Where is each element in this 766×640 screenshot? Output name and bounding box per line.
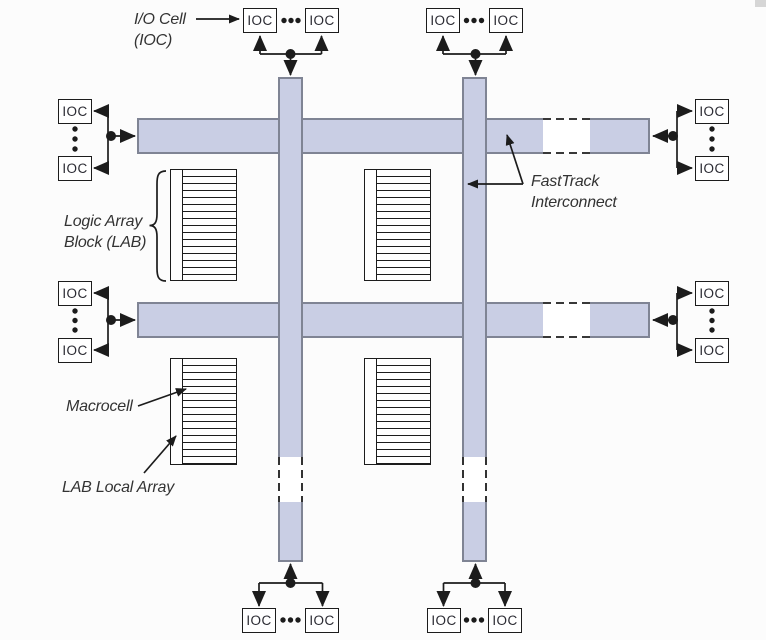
ioc-box-right-1b: IOC bbox=[695, 156, 729, 181]
fasttrack-label-line2: Interconnect bbox=[531, 194, 617, 211]
fasttrack-interconnect-label: FastTrack Interconnect bbox=[531, 171, 617, 213]
ioc-box-bottom-1a: IOC bbox=[242, 608, 276, 633]
ioc-box-top-2a: IOC bbox=[426, 8, 460, 33]
fasttrack-label-line1: FastTrack bbox=[531, 173, 600, 190]
logic-array-block-label: Logic Array Block (LAB) bbox=[64, 211, 146, 253]
lab-block-r2c2 bbox=[364, 358, 431, 465]
ioc-box-top-1a: IOC bbox=[243, 8, 277, 33]
lab-local-array-strip bbox=[365, 170, 377, 280]
io-cell-label-line2: (IOC) bbox=[134, 32, 173, 49]
ioc-box-right-2a: IOC bbox=[695, 281, 729, 306]
label-pointer-arrows bbox=[137, 14, 524, 474]
ioc-box-left-2b: IOC bbox=[58, 338, 92, 363]
lab-local-array-label-text: LAB Local Array bbox=[62, 479, 175, 496]
top-connector-column-1 bbox=[253, 35, 329, 76]
ioc-box-top-1b: IOC bbox=[305, 8, 339, 33]
lab-label-line1: Logic Array bbox=[64, 213, 143, 230]
lab-local-array-strip bbox=[171, 170, 183, 280]
macrocell-stripes bbox=[377, 170, 430, 280]
ioc-box-left-1a: IOC bbox=[58, 99, 92, 124]
lab-block-r2c1 bbox=[170, 358, 237, 465]
row-2-break bbox=[543, 302, 590, 338]
ioc-box-bottom-2b: IOC bbox=[488, 608, 522, 633]
macrocell-label: Macrocell bbox=[66, 396, 133, 417]
ioc-box-left-2a: IOC bbox=[58, 281, 92, 306]
macrocell-stripes bbox=[183, 359, 236, 464]
io-cell-label-line1: I/O Cell bbox=[134, 11, 186, 28]
ioc-box-bottom-2a: IOC bbox=[427, 608, 461, 633]
macrocell-stripes bbox=[183, 170, 236, 280]
ioc-box-right-1a: IOC bbox=[695, 99, 729, 124]
lab-label-line2: Block (LAB) bbox=[64, 234, 147, 251]
ioc-box-top-2b: IOC bbox=[489, 8, 523, 33]
lab-local-array-label: LAB Local Array bbox=[62, 477, 174, 498]
band-break-dashes bbox=[278, 118, 590, 502]
bottom-connector-column-1 bbox=[252, 563, 330, 607]
lab-block-r1c2 bbox=[364, 169, 431, 281]
ellipsis-dots bbox=[72, 17, 715, 623]
lab-local-array-strip bbox=[365, 359, 377, 464]
bottom-connector-column-2 bbox=[436, 563, 512, 607]
macrocell-label-text: Macrocell bbox=[66, 398, 133, 415]
right-connector-row-1 bbox=[652, 104, 693, 175]
page-corner-artifact bbox=[755, 0, 766, 7]
left-connector-row-1 bbox=[93, 104, 136, 175]
ioc-box-right-2b: IOC bbox=[695, 338, 729, 363]
lab-block-r1c1 bbox=[170, 169, 237, 281]
top-connector-column-2 bbox=[436, 35, 513, 76]
row-1-break bbox=[543, 118, 590, 154]
ioc-box-bottom-1b: IOC bbox=[305, 608, 339, 633]
right-connector-row-2 bbox=[652, 286, 693, 357]
ioc-box-left-1b: IOC bbox=[58, 156, 92, 181]
lab-brace bbox=[149, 170, 167, 282]
macrocell-stripes bbox=[377, 359, 430, 464]
column-1-break bbox=[278, 457, 303, 502]
column-2-break bbox=[462, 457, 487, 502]
io-cell-label: I/O Cell (IOC) bbox=[134, 9, 186, 51]
left-connector-row-2 bbox=[93, 286, 136, 357]
